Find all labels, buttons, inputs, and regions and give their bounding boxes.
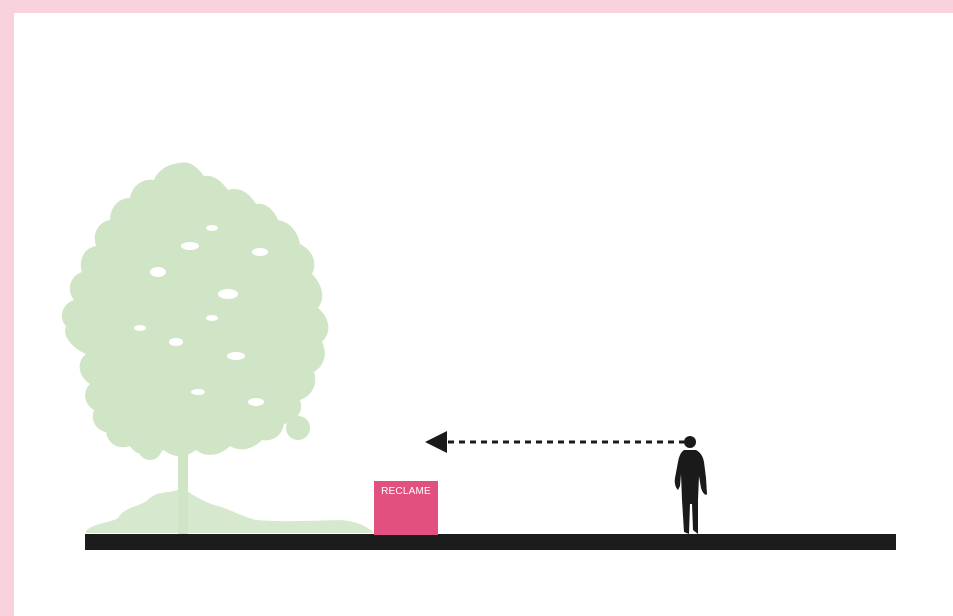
leaf-cluster [74, 316, 102, 344]
tree-crown [62, 162, 329, 456]
tree-silhouette-icon [62, 162, 374, 534]
leaf-cluster [276, 246, 308, 278]
bush [86, 488, 374, 533]
leaf-cluster [286, 416, 310, 440]
ground-line [85, 534, 896, 550]
leaf-cluster [286, 304, 314, 332]
leaf-cluster [138, 436, 162, 460]
dashed-arrow-left-icon [425, 431, 686, 453]
reclame-sign-label: RECLAME [374, 486, 438, 497]
walking-person-icon [675, 436, 707, 534]
leaf-cluster [106, 226, 130, 250]
